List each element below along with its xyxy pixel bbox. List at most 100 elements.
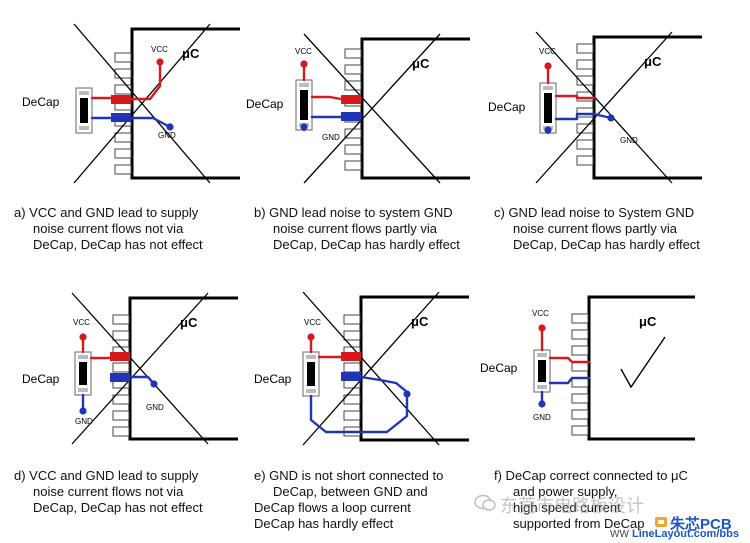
chip-f-pin	[571, 393, 589, 404]
panel-f-vcc-via	[538, 324, 546, 332]
caption-a-line2: noise current flows not via	[33, 221, 184, 236]
caption-a-line1: a) VCC and GND lead to supply	[14, 205, 199, 220]
caption-b-line1: b) GND lead noise to system GND	[254, 205, 453, 220]
caption-c: c) GND lead noise to System GND noise cu…	[494, 205, 734, 253]
panel-d-gnd-via	[79, 407, 87, 415]
caption-f-line3: high speed current	[513, 500, 621, 515]
caption-f: f) DeCap correct connected to μC and pow…	[494, 468, 734, 532]
panel-d-gnd-via	[150, 380, 158, 388]
panel-f-gnd-label: GND	[533, 413, 551, 422]
chip-d-pin	[112, 394, 130, 405]
caption-a: a) VCC and GND lead to supply noise curr…	[14, 205, 254, 253]
chip-c-pin	[576, 155, 594, 166]
panel-a-vcc-pin	[111, 95, 131, 104]
chip-e-cross	[302, 291, 440, 446]
panel-c-gnd-label: GND	[620, 136, 638, 145]
chip-e-label: μC	[411, 314, 429, 329]
chip-b-pin	[344, 144, 362, 155]
chip-c-pin	[576, 139, 594, 150]
chip-c-cross	[535, 31, 673, 184]
chip-d-label: μC	[180, 315, 198, 330]
chip-a-pin	[114, 84, 132, 95]
panel-f-decap-label: DeCap	[480, 361, 518, 375]
chip-b-outline	[360, 37, 470, 180]
caption-d-line2: noise current flows not via	[33, 484, 184, 499]
decap-c-body	[544, 93, 552, 123]
chip-b-pin	[344, 160, 362, 171]
chip-a-pin	[114, 148, 132, 159]
caption-f-line4: supported from DeCap	[513, 516, 645, 531]
panel-c-vcc-trace	[554, 94, 596, 100]
chip-f-label: μC	[639, 314, 657, 329]
chip-c-pin	[576, 43, 594, 54]
decap-f-pad	[537, 385, 547, 389]
decap-f-pad	[537, 353, 547, 357]
panel-b-gnd-label: GND	[322, 133, 340, 142]
decap-b-body	[300, 90, 308, 120]
caption-f-line2: and power supply,	[513, 484, 618, 499]
chip-e-pin	[343, 330, 361, 341]
panel-d-gnd-label: GND	[146, 403, 164, 412]
chip-e-pin	[343, 362, 361, 373]
decap-a-pad	[79, 91, 89, 95]
caption-c-line3: DeCap, DeCap has hardly effect	[513, 237, 700, 252]
chip-a-pin	[114, 132, 132, 143]
caption-d: d) VCC and GND lead to supply noise curr…	[14, 468, 254, 516]
chip-b-pin	[344, 128, 362, 139]
chip-c-pin	[576, 75, 594, 86]
panel-a-vcc-trace	[129, 60, 162, 101]
wechat-icon	[474, 494, 496, 512]
panel-a-gnd-via	[166, 123, 174, 131]
panel-b-vcc-label: VCC	[295, 47, 312, 56]
panel-d-gnd-label-2: GND	[75, 417, 93, 426]
watermark: 东莞市电路板设计 朱芯PCB WW LineLayout.com/bbs	[470, 492, 750, 543]
decap-a-body	[80, 98, 88, 123]
chip-c-pin	[576, 59, 594, 70]
chip-a-outline	[130, 27, 240, 180]
chip-f-pin	[571, 345, 589, 356]
caption-d-line1: d) VCC and GND lead to supply	[14, 468, 199, 483]
decap-d-pad	[78, 355, 88, 359]
caption-e-line3: DeCap flows a loop current	[254, 500, 411, 515]
caption-b: b) GND lead noise to system GND noise cu…	[254, 205, 494, 253]
panel-e-vcc-pin	[341, 352, 361, 361]
panel-b-decap-label: DeCap	[246, 97, 284, 111]
panel-f-vcc-trace	[548, 356, 591, 364]
watermark-url: LineLayout.com/bbs	[632, 528, 739, 540]
panel-f-gnd-via	[538, 400, 546, 408]
panel-a-vcc-via	[156, 58, 164, 66]
panel-e-vcc-via	[307, 333, 315, 341]
decap-e-pad	[306, 355, 316, 359]
chip-d-outline	[128, 296, 238, 441]
panel-c-decap-label: DeCap	[488, 100, 526, 114]
caption-b-line3: DeCap, DeCap has hardly effect	[273, 237, 460, 252]
chip-f-outline	[587, 295, 695, 441]
decap-e-pad	[306, 389, 316, 393]
watermark-brand-icon	[654, 515, 668, 527]
chip-d-pin	[112, 314, 130, 325]
chip-d-pin	[112, 426, 130, 437]
caption-a-line3: DeCap, DeCap has not effect	[33, 237, 203, 252]
panel-b-vcc-trace	[310, 95, 343, 101]
caption-e-line1: e) GND is not short connected to	[254, 468, 444, 483]
decap-d-body	[79, 362, 87, 385]
chip-d-pin	[112, 410, 130, 421]
caption-b-line2: noise current flows partly via	[273, 221, 438, 236]
chip-f-pin	[571, 361, 589, 372]
chip-c-pin	[576, 107, 594, 118]
chip-a-cross	[73, 23, 211, 184]
panel-d-gnd-trace	[128, 375, 155, 385]
chip-f-pin	[571, 329, 589, 340]
panel-d-vcc-via	[79, 333, 87, 341]
chip-b-pin	[344, 80, 362, 91]
chip-f-pin	[571, 425, 589, 436]
caption-f-line1: f) DeCap correct connected to μC	[494, 468, 688, 483]
decap-d-pad	[78, 388, 88, 392]
panel-e-gnd-pin	[341, 372, 361, 381]
chip-e-pin	[343, 314, 361, 325]
